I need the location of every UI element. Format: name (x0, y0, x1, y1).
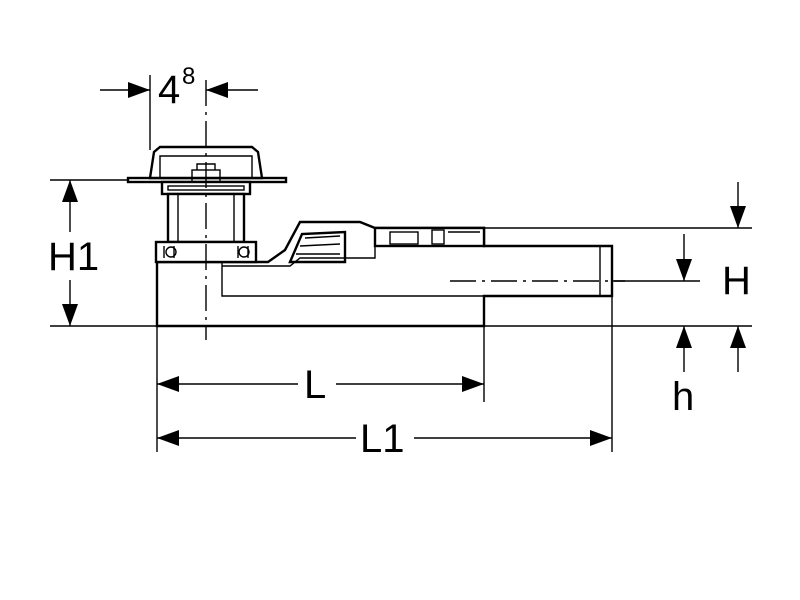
drain-head (126, 145, 288, 264)
dimension-H: H (722, 182, 751, 372)
dimension-offset: 4 8 (100, 63, 258, 112)
dimension-h: h (672, 234, 694, 419)
offset-label: 4 (158, 68, 180, 112)
L-label: L (304, 363, 326, 407)
L1-label: L1 (360, 417, 405, 461)
offset-label-superscript: 8 (182, 63, 195, 90)
center-lines (205, 80, 625, 340)
extension-lines (50, 75, 752, 452)
dimension-L1: L1 (157, 416, 612, 461)
H-label: H (722, 259, 751, 303)
dimension-L: L (157, 362, 484, 407)
dimension-H1: H1 (46, 180, 100, 326)
drain-housing (155, 220, 614, 328)
h-label: h (672, 375, 694, 419)
H1-label: H1 (48, 235, 99, 279)
